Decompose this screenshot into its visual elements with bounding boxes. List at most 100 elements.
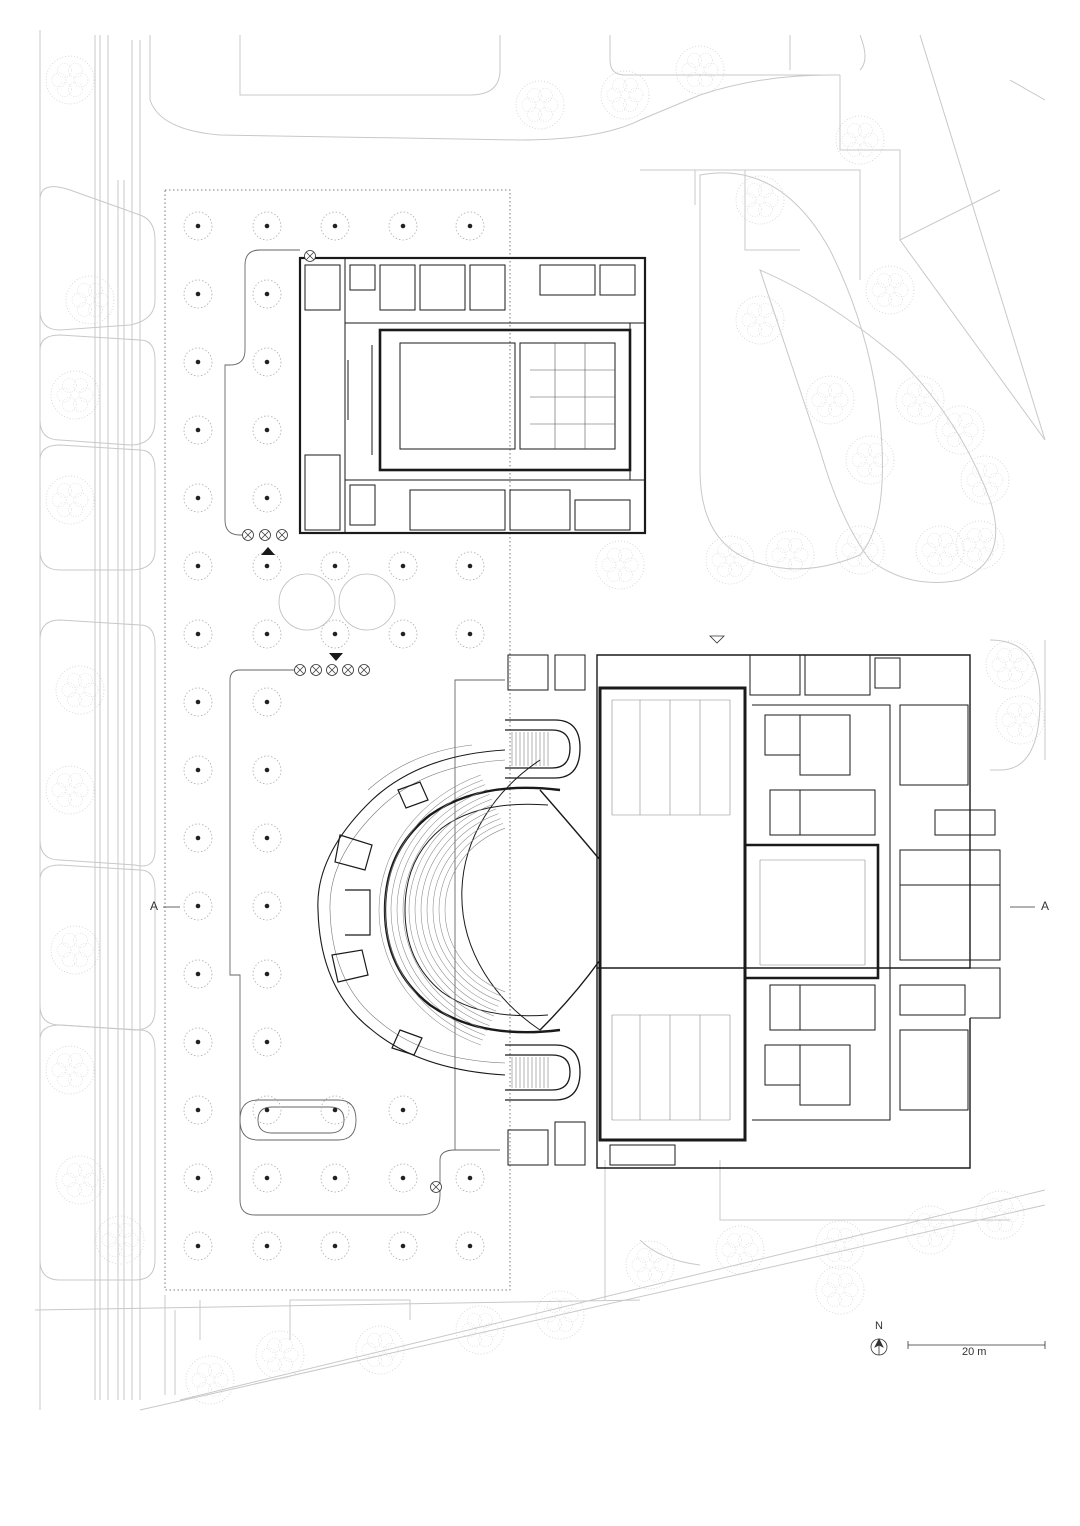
tree-icon (975, 1190, 1025, 1240)
column-marker-icon (183, 619, 213, 649)
column-marker-icon (455, 1163, 485, 1193)
scale-label: 20 m (962, 1346, 987, 1358)
tree-icon (715, 1225, 765, 1275)
entrance-arrow-icon (261, 547, 725, 661)
tree-icon (815, 1265, 865, 1315)
column-marker-icon (320, 1163, 350, 1193)
scale-bar (907, 1341, 1046, 1349)
column-marker-icon (388, 551, 418, 581)
site-context (34, 30, 1046, 1411)
tree-icon (960, 455, 1010, 505)
column-marker-icon (183, 279, 213, 309)
seat-row (408, 798, 492, 1022)
column-marker-icon (320, 619, 350, 649)
tree-icon (55, 665, 105, 715)
seat-row (438, 823, 503, 997)
tree-icon (805, 375, 855, 425)
tree-icon (835, 525, 885, 575)
column-marker-icon (183, 415, 213, 445)
main-auditorium (317, 744, 601, 1076)
tree-icon (455, 1305, 505, 1355)
column-marker-icon (252, 279, 282, 309)
column-marker-icon (183, 551, 213, 581)
column-marker-icon (388, 1163, 418, 1193)
seat-row (420, 808, 497, 1012)
tree-icon (65, 275, 115, 325)
tree-icon (815, 1220, 865, 1270)
tree-icon (735, 175, 785, 225)
revolving-door-icon (326, 664, 338, 676)
tree-icon (600, 70, 650, 120)
column-marker-icon (388, 619, 418, 649)
tree-icon (50, 925, 100, 975)
column-marker-icon (320, 551, 350, 581)
column-marker-icon (252, 687, 282, 717)
revolving-door-icon (276, 529, 288, 541)
column-marker-icon (252, 891, 282, 921)
column-marker-icon (252, 211, 282, 241)
tree-icon (515, 80, 565, 130)
column-marker-icon (388, 211, 418, 241)
seat-row (396, 789, 488, 1031)
revolving-door-icon (430, 1181, 442, 1193)
north-label: N (875, 1320, 883, 1332)
main-theatre-building (505, 654, 1001, 1169)
tree-icon (845, 435, 895, 485)
revolving-door-icon (342, 664, 354, 676)
revolving-door-icon (259, 529, 271, 541)
column-marker-icon (183, 1095, 213, 1125)
tree-icon (995, 695, 1045, 745)
column-marker-icon (320, 1231, 350, 1261)
section-label-left: A (150, 899, 159, 913)
tree-icon (735, 295, 785, 345)
tree-icon (45, 475, 95, 525)
tree-icon (765, 530, 815, 580)
column-marker-icon (252, 1095, 282, 1125)
revolving-door-icon (294, 664, 306, 676)
column-marker-icon (455, 1231, 485, 1261)
seat-row (378, 774, 481, 1046)
column-marker-icon (183, 687, 213, 717)
column-marker-icon (388, 1095, 418, 1125)
column-marker-icon (455, 619, 485, 649)
tree-icon (185, 1355, 235, 1405)
column-marker-icon (252, 551, 282, 581)
tree-icon (985, 640, 1035, 690)
small-theatre-building (298, 256, 647, 535)
column-marker-icon (183, 211, 213, 241)
column-marker-icon (183, 959, 213, 989)
column-marker-icon (320, 211, 350, 241)
column-marker-icon (252, 347, 282, 377)
column-marker-icon (252, 1231, 282, 1261)
column-marker-icon (183, 483, 213, 513)
column-marker-icon (183, 891, 213, 921)
tree-icon (705, 535, 755, 585)
tree-icon (915, 525, 965, 575)
column-marker-icon (183, 347, 213, 377)
column-marker-icon (183, 1027, 213, 1057)
entrance-plaza (164, 189, 511, 1291)
column-marker-icon (183, 1163, 213, 1193)
plaza-circles (278, 573, 396, 631)
seat-row (426, 813, 499, 1007)
column-marker-icon (252, 483, 282, 513)
seat-row (444, 827, 506, 993)
tree-icon (895, 375, 945, 425)
plaza-edge (224, 249, 505, 1216)
revolving-door-icon (310, 664, 322, 676)
tree-icon (45, 765, 95, 815)
tree-icon (835, 115, 885, 165)
column-marker-icon (455, 551, 485, 581)
tree-icon (355, 1325, 405, 1375)
tree-icon (45, 1045, 95, 1095)
tree-icon (865, 265, 915, 315)
tree-icon (625, 1240, 675, 1290)
tree-icon (955, 520, 1005, 570)
column-marker-icon (320, 1095, 350, 1125)
seat-row (414, 803, 495, 1017)
tree-icon (935, 405, 985, 455)
plaza-column-grid (183, 211, 485, 1261)
column-marker-icon (183, 1231, 213, 1261)
seat-row (402, 794, 490, 1026)
